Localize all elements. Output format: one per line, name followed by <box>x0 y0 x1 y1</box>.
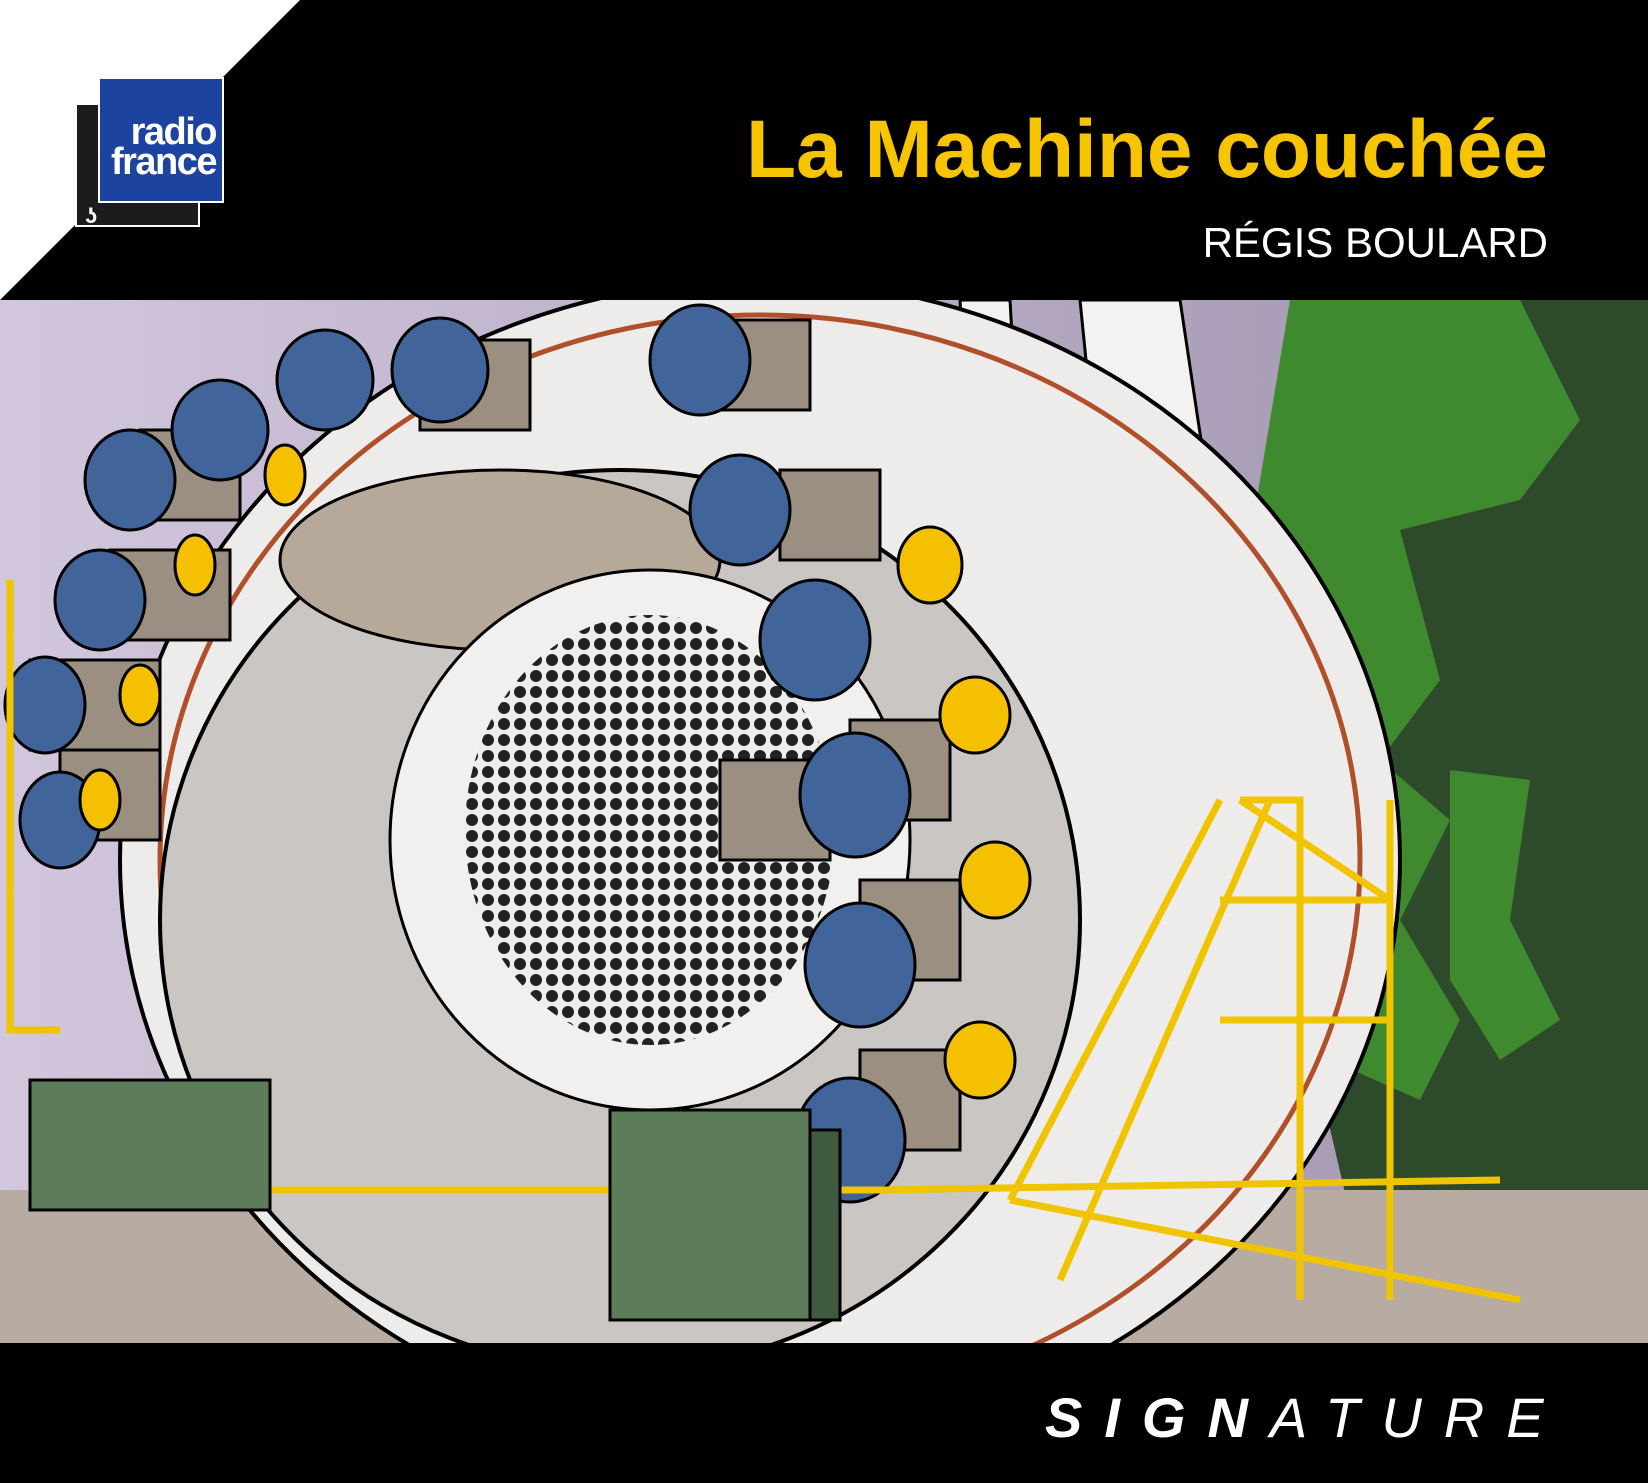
logo-s-glyph: ʖ <box>85 203 98 228</box>
album-title: La Machine couchée <box>745 104 1548 195</box>
logo-line1: radio <box>130 111 218 153</box>
yellow-ports <box>78 443 1032 1100</box>
signature-thin: ATURE <box>1269 1386 1566 1449</box>
logo-text: radio france <box>110 111 218 183</box>
cover-illustration <box>0 300 1648 1343</box>
machine-ring-orange <box>157 312 1363 1343</box>
artist-name: RÉGIS BOULARD <box>1202 219 1548 266</box>
fuel-channel-grid <box>465 615 835 1045</box>
radio-france-logo: radio france ʖ <box>75 77 225 229</box>
signature-bold: SIGN <box>1045 1386 1270 1449</box>
tree-right <box>1450 770 1560 1060</box>
yellow-scaffolding <box>6 580 1521 1304</box>
footer-band <box>0 1343 1648 1483</box>
logo-line2: france <box>110 141 218 183</box>
control-panels <box>28 1078 842 1322</box>
signature-label: SIGNATURE <box>1045 1385 1566 1450</box>
logo-blue-square: radio france <box>98 77 224 203</box>
